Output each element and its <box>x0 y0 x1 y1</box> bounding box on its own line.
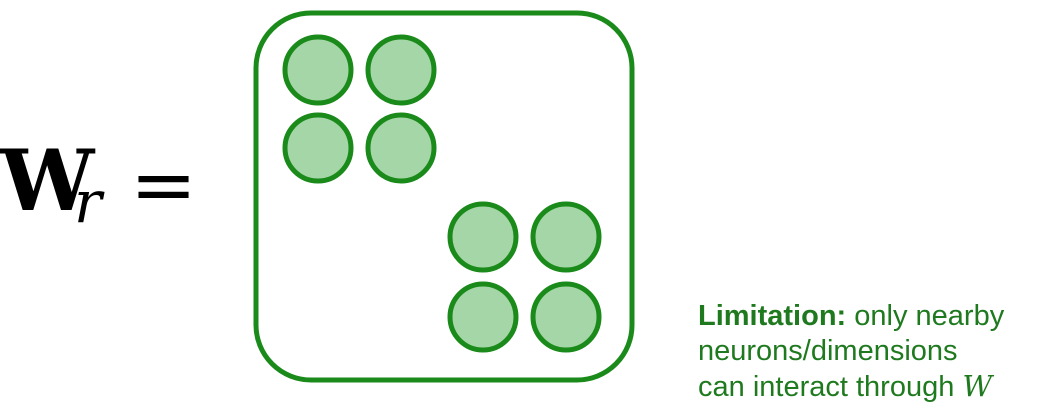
matrix-cell <box>365 34 437 106</box>
limitation-note: Limitation: only nearby neurons/dimensio… <box>698 299 1057 405</box>
matrix-cell <box>447 201 519 273</box>
matrix-cell <box>282 34 354 106</box>
matrix-cell <box>530 281 602 353</box>
note-text-3: can interact through <box>698 371 955 403</box>
matrix-block-bottom-right <box>447 201 602 353</box>
equals-sign: = <box>130 138 197 231</box>
note-variable: W <box>962 369 993 403</box>
note-line-1: Limitation: only nearby <box>698 299 1057 334</box>
matrix-subscript: r <box>74 168 105 236</box>
matrix-cell <box>365 112 437 184</box>
matrix-cell <box>530 201 602 273</box>
note-heading: Limitation: <box>698 300 847 332</box>
matrix-cell <box>282 112 354 184</box>
matrix-frame <box>253 10 635 383</box>
note-text-1: only nearby <box>854 300 1005 332</box>
equation: W r = <box>0 131 197 236</box>
matrix-block-top-left <box>282 34 437 184</box>
matrix-cell <box>447 281 519 353</box>
matrix-symbol: W <box>0 131 96 230</box>
note-line-3: can interact through W <box>698 369 1057 405</box>
note-line-2: neurons/dimensions <box>698 335 958 367</box>
